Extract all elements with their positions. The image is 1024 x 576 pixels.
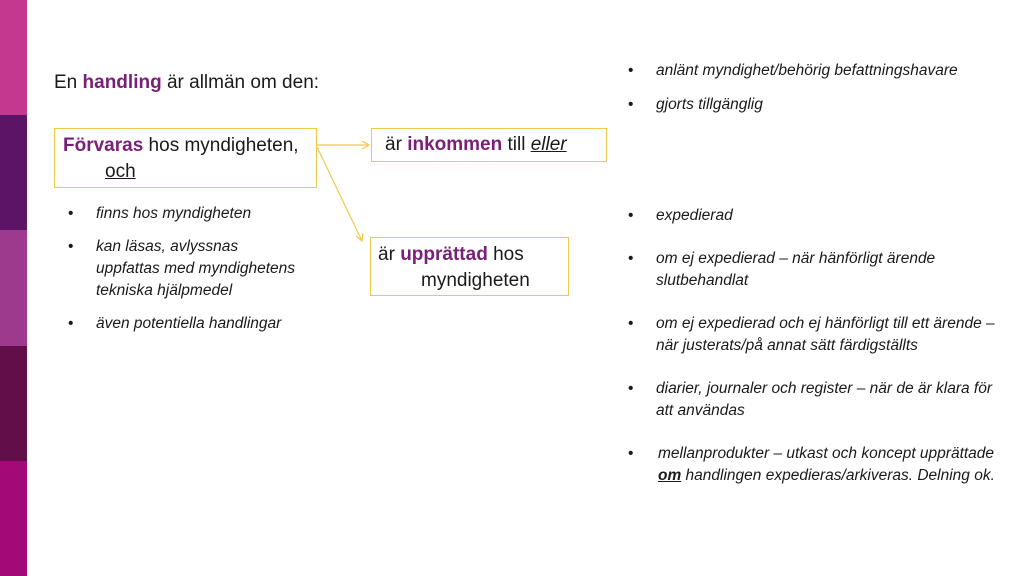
stored-text: hos myndigheten, — [143, 135, 299, 156]
list-item: kan läsas, avlyssnas uppfattas med myndi… — [68, 236, 298, 302]
strip-segment — [0, 460, 27, 576]
stored-criteria-list: finns hos myndigheten kan läsas, avlyssn… — [68, 203, 298, 346]
intermediate-om: om — [658, 467, 682, 484]
list-item: även potentiella handlingar — [68, 313, 298, 335]
received-pre: är — [385, 134, 408, 155]
list-item: anlänt myndighet/behörig befattningshava… — [628, 60, 958, 82]
title-post: är allmän om den: — [161, 72, 320, 93]
strip-segment — [0, 115, 27, 231]
created-line: är upprättad hos — [378, 242, 568, 268]
arrowhead-created — [355, 232, 364, 243]
side-color-strip — [0, 0, 27, 576]
stored-line-2: och — [63, 159, 316, 185]
received-box: är inkommen till eller — [371, 128, 607, 162]
received-criteria-list: anlänt myndighet/behörig befattningshava… — [628, 60, 958, 128]
list-item: gjorts tillgänglig — [628, 94, 958, 116]
created-line-2: myndigheten — [421, 270, 530, 291]
created-pre: är — [378, 244, 401, 265]
list-item: expedierad — [628, 205, 998, 227]
list-item-intermediate: mellanprodukter – utkast och koncept upp… — [628, 443, 998, 487]
intermediate-post: handlingen expedieras/arkiveras. Delning… — [681, 467, 995, 484]
created-post: hos — [487, 244, 524, 265]
list-item: om ej expedierad – när hänförligt ärende… — [628, 248, 998, 292]
title-keyword: handling — [82, 72, 162, 93]
received-or: eller — [530, 134, 567, 155]
stored-box: Förvaras hos myndigheten, och — [54, 128, 317, 188]
stored-line: Förvaras hos myndigheten, — [63, 133, 316, 159]
arrowhead-received — [361, 140, 371, 150]
arrow-to-created — [316, 146, 363, 242]
title-pre: En — [54, 72, 83, 93]
received-keyword: inkommen — [407, 134, 503, 155]
strip-segment — [0, 0, 27, 116]
strip-segment — [0, 345, 27, 461]
list-item: om ej expedierad och ej hänförligt till … — [628, 313, 998, 357]
created-keyword: upprättad — [400, 244, 488, 265]
stored-and: och — [105, 161, 136, 182]
received-mid: till — [502, 134, 531, 155]
created-criteria-list: expedierad om ej expedierad – när hänför… — [628, 205, 998, 508]
intermediate-pre: mellanprodukter – utkast och koncept upp… — [658, 445, 995, 462]
slide-title: En handling är allmän om den: — [54, 72, 319, 94]
list-item: finns hos myndigheten — [68, 203, 298, 225]
list-item: diarier, journaler och register – när de… — [628, 378, 998, 422]
stored-keyword: Förvaras — [63, 135, 144, 156]
strip-segment — [0, 230, 27, 346]
created-box: är upprättad hos myndigheten — [370, 237, 569, 296]
